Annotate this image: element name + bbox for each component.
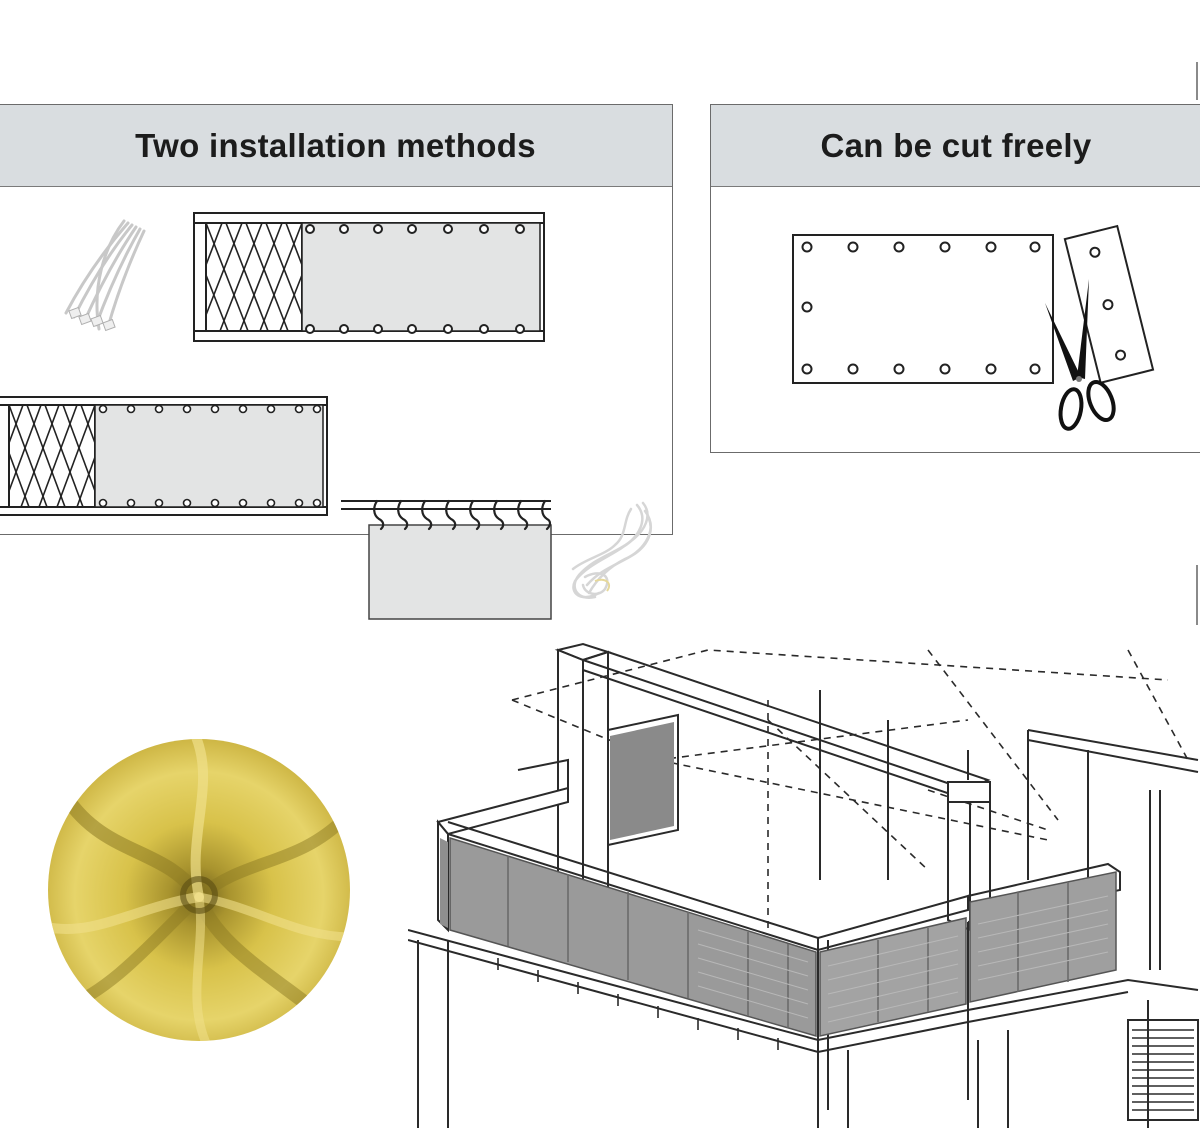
rope-icon	[571, 501, 652, 599]
installation-methods-title: Two installation methods	[135, 126, 536, 164]
hanging-screen-diagram	[341, 499, 552, 620]
balcony-illustration	[408, 642, 1199, 1128]
lattice-screen-diagram-top	[193, 212, 545, 342]
cable-ties-icon	[64, 219, 146, 332]
cut-freely-title: Can be cut freely	[820, 126, 1092, 164]
lattice-screen-diagram-bottom	[0, 396, 328, 516]
installation-methods-header: Two installation methods	[0, 105, 672, 187]
scissors-icon	[1045, 279, 1116, 431]
cut-freely-header: Can be cut freely	[711, 105, 1200, 187]
cut-freely-panel: Can be cut freely	[710, 104, 1200, 453]
balcony-screen	[440, 722, 1117, 1037]
fabric-swatch-icon	[48, 739, 350, 1041]
cut-screen-diagram	[792, 224, 1155, 431]
edge-mark	[1196, 565, 1198, 625]
edge-mark	[1196, 62, 1198, 100]
installation-methods-panel: Two installation methods	[0, 104, 673, 620]
